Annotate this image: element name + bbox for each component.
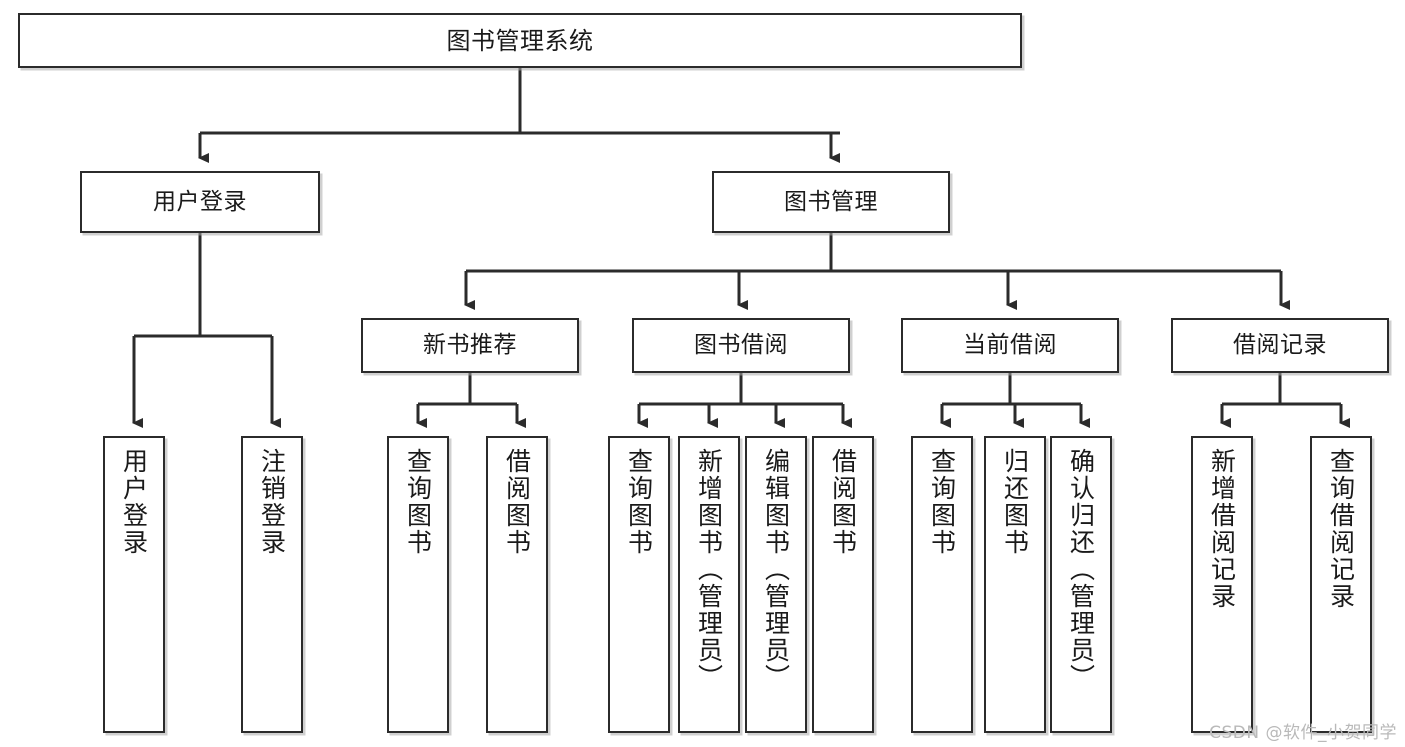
node-leaf-add-book-label: 新增图书（管理员） bbox=[694, 448, 724, 691]
node-current-borrow-label: 当前借阅 bbox=[963, 332, 1057, 359]
node-borrow-record-label: 借阅记录 bbox=[1233, 332, 1327, 359]
node-book-borrow[interactable]: 图书借阅 bbox=[632, 318, 850, 373]
node-leaf-borrow-book-2[interactable]: 借阅图书 bbox=[812, 436, 874, 733]
node-book-manage[interactable]: 图书管理 bbox=[712, 171, 950, 233]
node-new-book-rec-label: 新书推荐 bbox=[423, 332, 517, 359]
node-root-label: 图书管理系统 bbox=[446, 26, 594, 55]
node-leaf-edit-book[interactable]: 编辑图书（管理员） bbox=[745, 436, 807, 733]
node-user-login-label: 用户登录 bbox=[153, 188, 247, 215]
node-book-borrow-label: 图书借阅 bbox=[694, 332, 788, 359]
node-new-book-rec[interactable]: 新书推荐 bbox=[361, 318, 579, 373]
node-leaf-confirm-return-label: 确认归还（管理员） bbox=[1066, 448, 1096, 691]
node-leaf-return-book[interactable]: 归还图书 bbox=[984, 436, 1046, 733]
node-leaf-add-record[interactable]: 新增借阅记录 bbox=[1191, 436, 1253, 733]
node-leaf-confirm-return[interactable]: 确认归还（管理员） bbox=[1050, 436, 1112, 733]
node-borrow-record[interactable]: 借阅记录 bbox=[1171, 318, 1389, 373]
node-leaf-borrow-book-1-label: 借阅图书 bbox=[502, 448, 532, 556]
node-leaf-query-book-3[interactable]: 查询图书 bbox=[911, 436, 973, 733]
node-leaf-query-book-1[interactable]: 查询图书 bbox=[387, 436, 449, 733]
node-leaf-query-book-2[interactable]: 查询图书 bbox=[608, 436, 670, 733]
node-leaf-query-book-1-label: 查询图书 bbox=[403, 448, 433, 556]
node-current-borrow[interactable]: 当前借阅 bbox=[901, 318, 1119, 373]
node-leaf-query-book-2-label: 查询图书 bbox=[624, 448, 654, 556]
node-leaf-edit-book-label: 编辑图书（管理员） bbox=[761, 448, 791, 691]
node-leaf-add-record-label: 新增借阅记录 bbox=[1207, 448, 1237, 610]
node-leaf-logout-label: 注销登录 bbox=[257, 448, 287, 556]
node-leaf-logout[interactable]: 注销登录 bbox=[241, 436, 303, 733]
csdn-watermark: CSDN @软件_小贺同学 bbox=[1209, 723, 1397, 743]
node-leaf-borrow-book-2-label: 借阅图书 bbox=[828, 448, 858, 556]
node-leaf-add-book[interactable]: 新增图书（管理员） bbox=[678, 436, 740, 733]
node-leaf-return-book-label: 归还图书 bbox=[1000, 448, 1030, 556]
node-book-manage-label: 图书管理 bbox=[784, 188, 878, 215]
node-leaf-user-login[interactable]: 用户登录 bbox=[103, 436, 165, 733]
node-leaf-query-book-3-label: 查询图书 bbox=[927, 448, 957, 556]
node-leaf-query-record[interactable]: 查询借阅记录 bbox=[1310, 436, 1372, 733]
node-leaf-user-login-label: 用户登录 bbox=[119, 448, 149, 556]
node-root[interactable]: 图书管理系统 bbox=[18, 13, 1022, 68]
node-leaf-borrow-book-1[interactable]: 借阅图书 bbox=[486, 436, 548, 733]
node-user-login[interactable]: 用户登录 bbox=[80, 171, 320, 233]
node-leaf-query-record-label: 查询借阅记录 bbox=[1326, 448, 1356, 610]
